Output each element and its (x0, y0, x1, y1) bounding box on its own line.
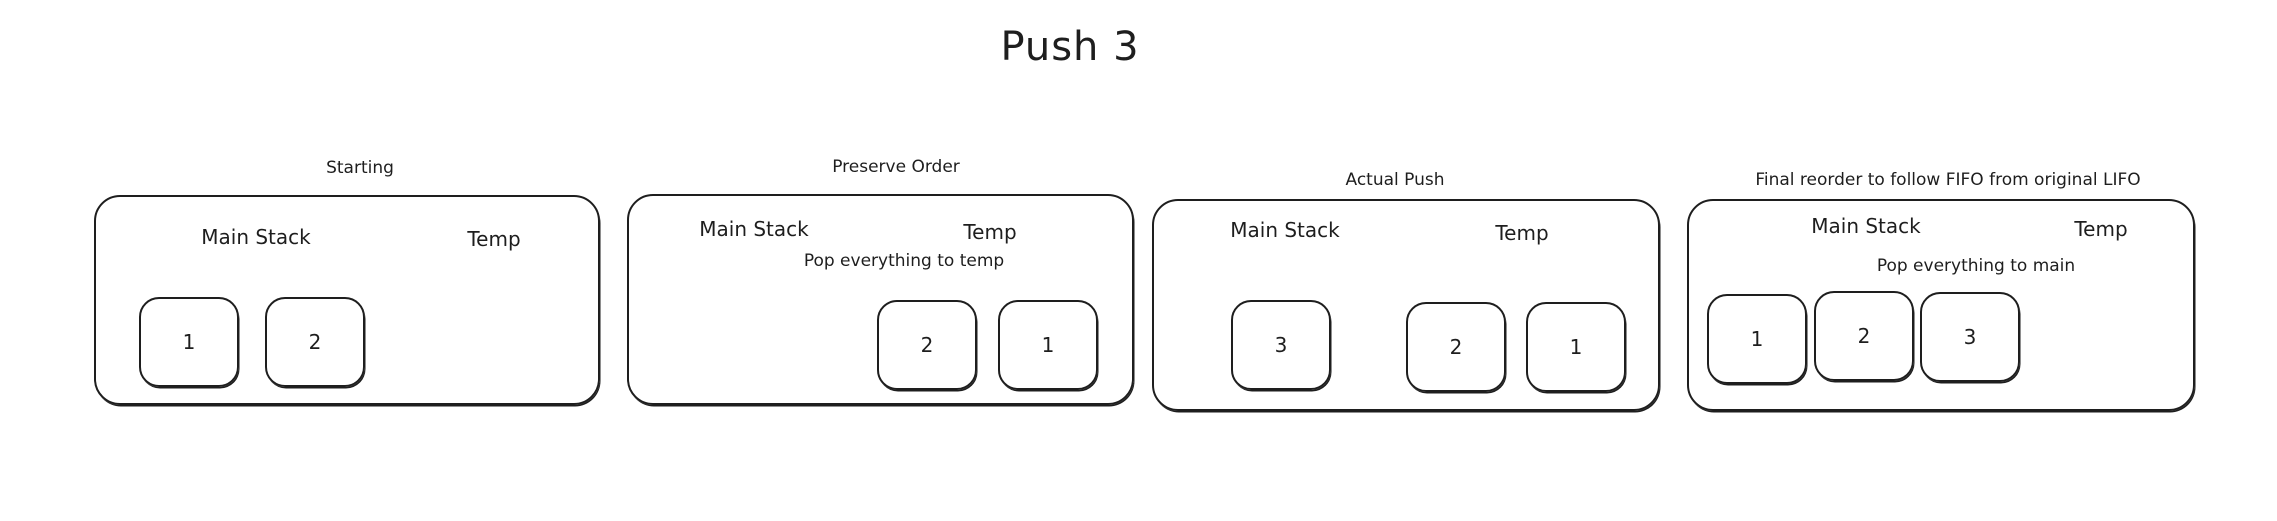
stack-item: 2 (1814, 291, 1914, 381)
stack-item: 2 (265, 297, 365, 387)
stack-item: 3 (1920, 292, 2020, 382)
panel-note: Pop everything to temp (803, 251, 1005, 271)
stack-item: 1 (1707, 294, 1807, 384)
stack-item: 1 (139, 297, 239, 387)
panel-starting (94, 195, 600, 405)
stack-item: 1 (998, 300, 1098, 390)
temp-label: Temp (2074, 217, 2128, 241)
panel-final-reorder (1687, 199, 2195, 411)
panel-preserve-order (627, 194, 1134, 405)
panel-caption-preserve-order: Preserve Order (832, 157, 960, 177)
main-stack-label: Main Stack (1230, 218, 1340, 242)
panel-note: Pop everything to main (1876, 256, 2076, 276)
stack-item: 2 (1406, 302, 1506, 392)
main-stack-label: Main Stack (1811, 214, 1921, 238)
stack-item: 1 (1526, 302, 1626, 392)
main-stack-label: Main Stack (201, 225, 311, 249)
panel-caption-starting: Starting (326, 158, 394, 178)
stack-item: 3 (1231, 300, 1331, 390)
panel-actual-push (1152, 199, 1660, 411)
panel-caption-actual-push: Actual Push (1345, 170, 1445, 190)
stack-item: 2 (877, 300, 977, 390)
temp-label: Temp (963, 220, 1017, 244)
panel-caption-final-reorder: Final reorder to follow FIFO from origin… (1755, 170, 2141, 190)
temp-label: Temp (1495, 221, 1549, 245)
main-stack-label: Main Stack (699, 217, 809, 241)
diagram-title: Push 3 (1000, 24, 1140, 70)
temp-label: Temp (467, 227, 521, 251)
